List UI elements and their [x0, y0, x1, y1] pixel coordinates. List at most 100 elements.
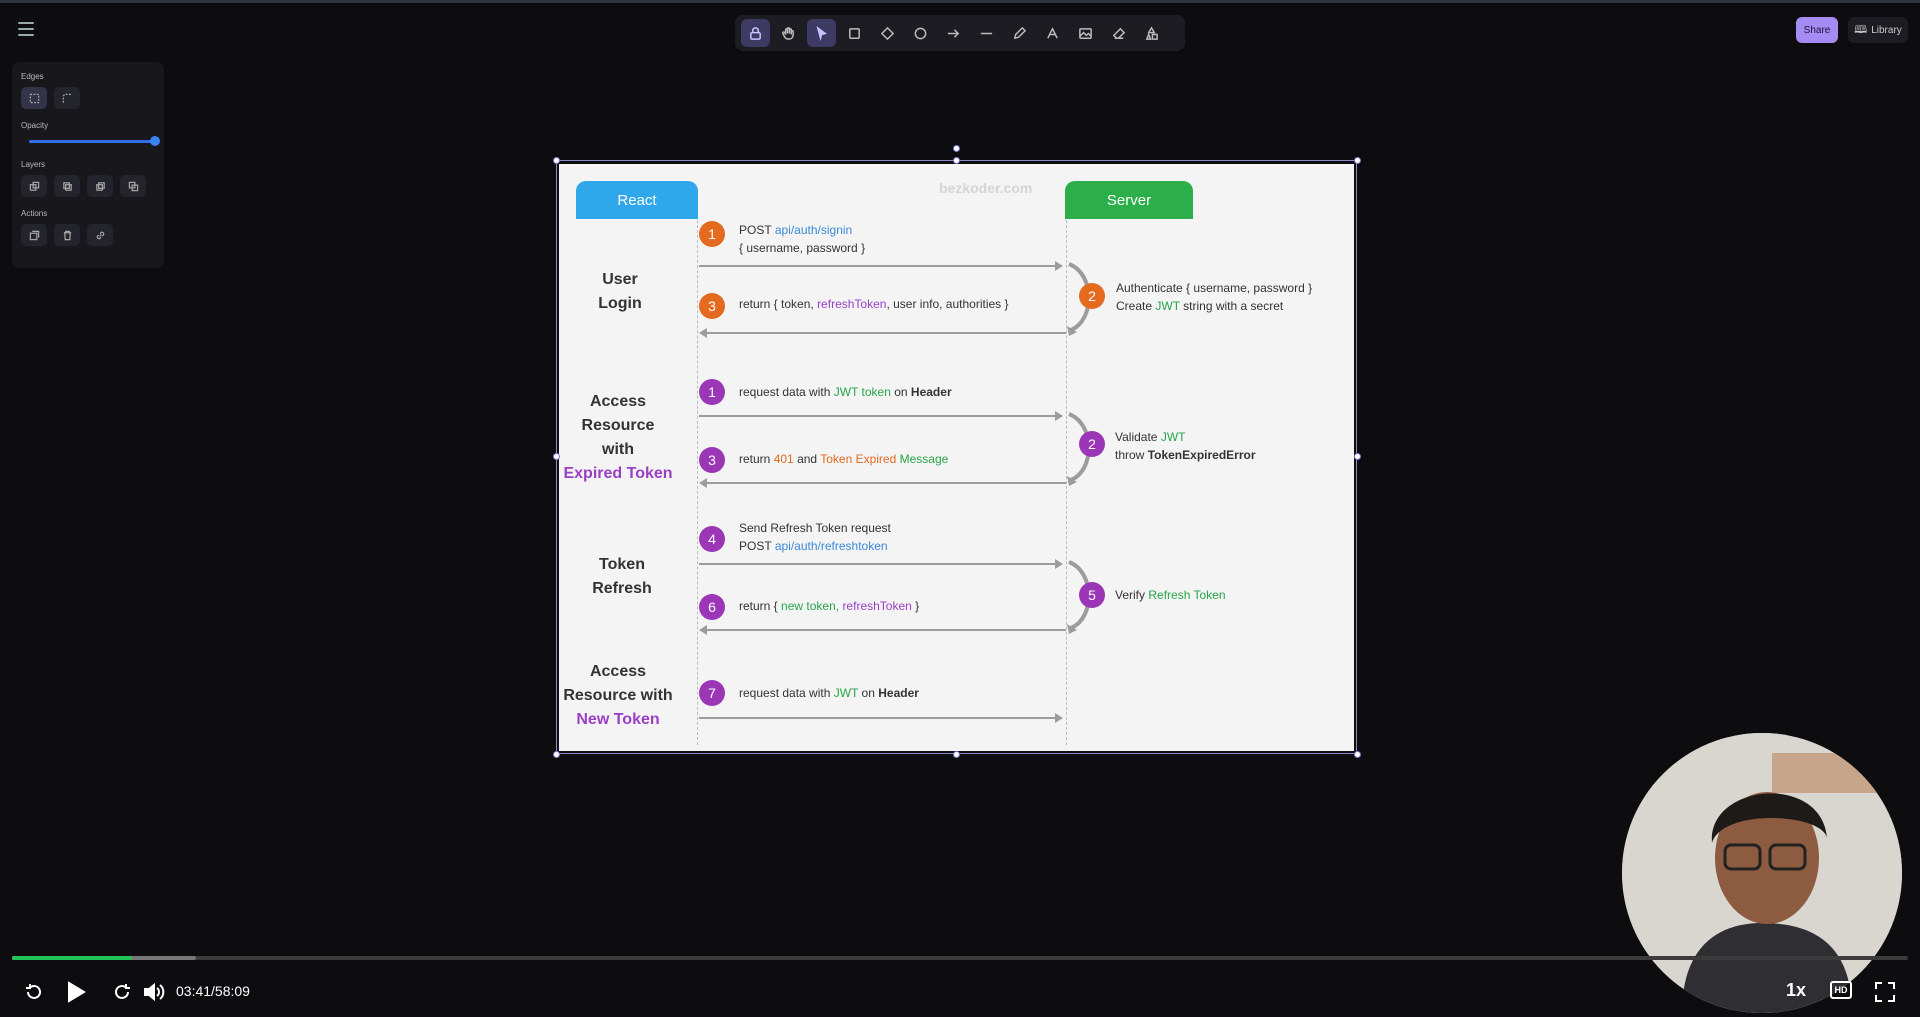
diamond-icon[interactable] — [873, 19, 902, 47]
msg-part: refreshToken — [817, 297, 887, 311]
top-border — [0, 0, 1920, 3]
main-menu-button[interactable] — [15, 20, 37, 38]
lock-icon[interactable] — [741, 19, 770, 47]
msg-part: Create — [1116, 299, 1153, 313]
presenter-webcam — [1622, 733, 1902, 1013]
send-to-back-icon[interactable] — [21, 175, 47, 197]
hand-icon[interactable] — [774, 19, 803, 47]
volume-icon[interactable] — [142, 980, 168, 1004]
actions-label: Actions — [21, 209, 48, 218]
progress-played — [12, 956, 133, 960]
group-new-token: Access Resource with New Token — [558, 660, 678, 732]
play-icon[interactable] — [64, 980, 88, 1004]
library-button[interactable]: 🕮 Library — [1848, 17, 1908, 43]
msg-part: string with a secret — [1183, 299, 1284, 313]
duplicate-icon[interactable] — [21, 224, 47, 246]
group-line: Expired Token — [563, 465, 673, 482]
eraser-icon[interactable] — [1104, 19, 1133, 47]
arrow-left — [699, 328, 1066, 338]
react-lifeline — [697, 220, 698, 745]
msg-part: , user info, authorities } — [886, 297, 1009, 311]
step-badge: 2 — [1079, 283, 1105, 309]
message-authenticate: Authenticate { username, password } Crea… — [1116, 279, 1312, 315]
link-icon[interactable] — [87, 224, 113, 246]
msg-part: POST — [739, 539, 772, 553]
msg-part: Refresh Token — [1148, 588, 1226, 602]
line-icon[interactable] — [972, 19, 1001, 47]
message-return-401: return 401 and Token Expired Message — [739, 450, 948, 468]
pencil-icon[interactable] — [1005, 19, 1034, 47]
opacity-slider[interactable] — [21, 136, 160, 146]
resize-handle[interactable] — [1354, 453, 1361, 460]
rewind-icon[interactable] — [22, 980, 46, 1004]
step-badge: 3 — [699, 293, 725, 319]
presenter-silhouette — [1622, 733, 1902, 1013]
react-lane-header: React — [576, 181, 698, 219]
arrow-right — [699, 559, 1063, 569]
msg-part: TokenExpiredError — [1147, 448, 1256, 462]
msg-part: POST — [739, 223, 772, 237]
rotate-handle[interactable] — [953, 145, 960, 152]
group-line: Token — [599, 556, 645, 573]
message-request-new-jwt: request data with JWT on Header — [739, 684, 919, 702]
msg-part: return { — [739, 599, 778, 613]
quality-button[interactable]: HD — [1830, 981, 1852, 999]
arrow-icon[interactable] — [939, 19, 968, 47]
opacity-slider-thumb[interactable] — [150, 136, 160, 146]
msg-part: JWT — [1155, 299, 1180, 313]
video-progress-bar[interactable] — [12, 956, 1908, 960]
msg-part: request data with — [739, 686, 831, 700]
msg-part: Header — [910, 385, 952, 399]
msg-part: api/auth/signin — [774, 223, 853, 237]
menu-line — [18, 34, 34, 36]
bring-to-front-icon[interactable] — [120, 175, 146, 197]
rectangle-icon[interactable] — [840, 19, 869, 47]
message-signin: POST api/auth/signin { username, passwor… — [739, 221, 865, 257]
round-edges-button[interactable] — [54, 87, 80, 109]
resize-handle[interactable] — [1354, 157, 1361, 164]
message-refresh-request: Send Refresh Token request POST api/auth… — [739, 519, 891, 555]
group-line: New Token — [576, 711, 660, 728]
drawing-toolbar — [735, 15, 1185, 51]
step-badge: 5 — [1079, 582, 1105, 608]
step-badge: 1 — [699, 221, 725, 247]
step-badge: 3 — [699, 447, 725, 473]
resize-handle[interactable] — [1354, 751, 1361, 758]
resize-handle[interactable] — [953, 751, 960, 758]
group-line: Access — [589, 393, 647, 410]
msg-part: return — [739, 452, 771, 466]
share-button[interactable]: Share — [1796, 17, 1838, 43]
group-line: Access — [589, 663, 647, 680]
image-icon[interactable] — [1071, 19, 1100, 47]
sharp-edges-button[interactable] — [21, 87, 47, 109]
bring-forward-icon[interactable] — [87, 175, 113, 197]
resize-handle[interactable] — [953, 157, 960, 164]
group-line: with — [602, 441, 634, 458]
select-arrow-icon[interactable] — [807, 19, 836, 47]
extra-tools-icon[interactable] — [1137, 19, 1166, 47]
message-request-jwt: request data with JWT token on Header — [739, 383, 952, 401]
arrow-left — [699, 478, 1066, 488]
resize-handle[interactable] — [553, 157, 560, 164]
group-line: Login — [598, 295, 642, 312]
trash-icon[interactable] — [54, 224, 80, 246]
msg-part: Authenticate { username, password } — [1116, 281, 1313, 295]
time-display: 03:41/58:09 — [176, 983, 250, 999]
send-backward-icon[interactable] — [54, 175, 80, 197]
group-token-refresh: Token Refresh — [562, 553, 682, 601]
ellipse-icon[interactable] — [906, 19, 935, 47]
resize-handle[interactable] — [553, 453, 560, 460]
fullscreen-icon[interactable] — [1872, 980, 1898, 1004]
msg-part: } — [915, 599, 920, 613]
arrow-right — [699, 411, 1063, 421]
text-icon[interactable] — [1038, 19, 1067, 47]
server-lifeline — [1066, 220, 1067, 745]
layers-options — [21, 175, 155, 197]
jwt-flow-diagram-image[interactable]: React Server bezkoder.com User Login Acc… — [559, 164, 1354, 751]
resize-handle[interactable] — [553, 751, 560, 758]
forward-icon[interactable] — [110, 980, 134, 1004]
playback-speed-button[interactable]: 1x — [1786, 980, 1807, 1000]
msg-part: { username, password } — [739, 241, 866, 255]
message-validate-jwt: Validate JWT throw TokenExpiredError — [1115, 428, 1256, 464]
message-return-token: return { token, refreshToken, user info,… — [739, 295, 1009, 313]
